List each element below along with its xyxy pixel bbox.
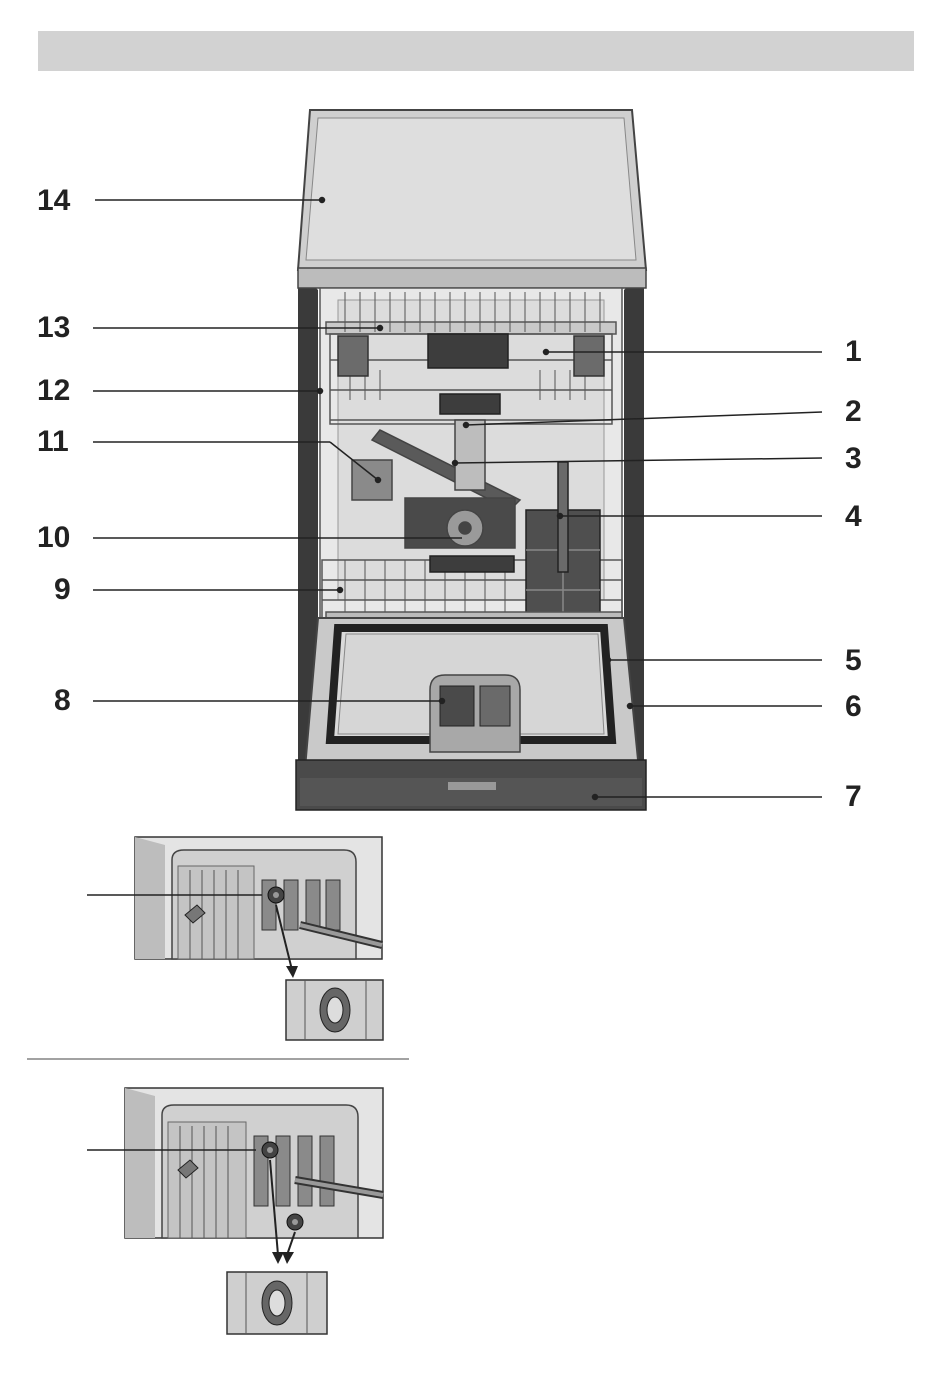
callout-7: 7 bbox=[845, 782, 862, 812]
dishwasher-door bbox=[296, 618, 646, 810]
callout-4: 4 bbox=[845, 502, 862, 532]
callout-8: 8 bbox=[54, 686, 71, 716]
callout-9: 9 bbox=[54, 575, 71, 605]
detail-2-illustration bbox=[87, 1088, 383, 1334]
callout-12: 12 bbox=[37, 376, 70, 406]
callout-5: 5 bbox=[845, 646, 862, 676]
callout-6: 6 bbox=[845, 692, 862, 722]
callout-2: 2 bbox=[845, 397, 862, 427]
callout-3: 3 bbox=[845, 444, 862, 474]
callout-14: 14 bbox=[37, 186, 70, 216]
callout-11: 11 bbox=[37, 427, 69, 457]
callout-13: 13 bbox=[37, 313, 70, 343]
callout-1: 1 bbox=[845, 337, 862, 367]
detail-1-illustration bbox=[87, 837, 383, 1040]
callout-10: 10 bbox=[37, 523, 70, 553]
